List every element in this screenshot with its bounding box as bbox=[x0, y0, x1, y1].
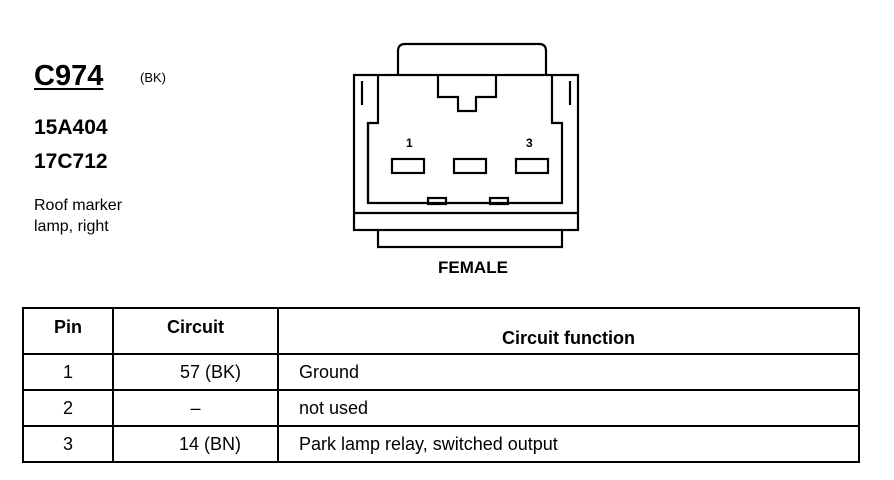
connector-id: C974 bbox=[34, 60, 104, 92]
row-pin: 2 bbox=[22, 389, 114, 427]
connector-body bbox=[352, 73, 580, 232]
row-pin: 1 bbox=[22, 353, 114, 391]
table-row: 1 57 (BK) Ground bbox=[22, 353, 860, 391]
header-circuit: Circuit bbox=[112, 307, 279, 355]
row-circuit: 14 (BN) bbox=[112, 425, 279, 463]
part-number-1: 15A404 bbox=[34, 116, 108, 139]
pin-label-3: 3 bbox=[526, 136, 533, 150]
pin-label-1: 1 bbox=[406, 136, 413, 150]
table-row: 3 14 (BN) Park lamp relay, switched outp… bbox=[22, 425, 860, 463]
bottom-notch-left bbox=[426, 196, 448, 206]
table-header-row: Pin Circuit Circuit function bbox=[22, 307, 860, 355]
row-circuit: – bbox=[112, 389, 279, 427]
terminal-slot-3 bbox=[514, 157, 550, 175]
latch-tab bbox=[396, 42, 548, 75]
connector-cavity bbox=[366, 75, 564, 205]
bottom-notch-right bbox=[488, 196, 510, 206]
connector-view-label: FEMALE bbox=[438, 258, 508, 277]
polarization-key bbox=[436, 75, 498, 113]
header-pin: Pin bbox=[22, 307, 114, 355]
terminal-slot-1 bbox=[390, 157, 426, 175]
connector-color-code: (BK) bbox=[140, 70, 166, 85]
pin-table: Pin Circuit Circuit function 1 57 (BK) G… bbox=[22, 307, 860, 463]
description-line-1: Roof marker bbox=[34, 197, 123, 214]
header-function: Circuit function bbox=[277, 307, 860, 355]
row-function: not used bbox=[277, 389, 860, 427]
description-line-2: lamp, right bbox=[34, 218, 109, 235]
row-function: Park lamp relay, switched output bbox=[277, 425, 860, 463]
connector-description: Roof marker lamp, right bbox=[34, 195, 122, 237]
row-circuit: 57 (BK) bbox=[112, 353, 279, 391]
table-row: 2 – not used bbox=[22, 389, 860, 427]
connector-face-diagram: 1 3 bbox=[352, 42, 580, 249]
terminal-slot-2 bbox=[452, 157, 488, 175]
row-pin: 3 bbox=[22, 425, 114, 463]
connector-lip bbox=[376, 230, 564, 249]
part-number-2: 17C712 bbox=[34, 150, 108, 173]
row-function: Ground bbox=[277, 353, 860, 391]
